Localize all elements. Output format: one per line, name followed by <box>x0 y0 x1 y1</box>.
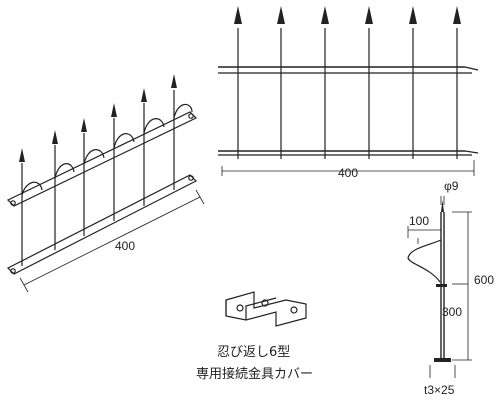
perspective-width-label: 400 <box>115 239 135 253</box>
diameter-label: φ9 <box>444 179 459 193</box>
front-view <box>218 6 479 176</box>
front-spear-tips <box>234 6 461 24</box>
plate-label: t3×25 <box>424 383 455 397</box>
caption-line1: 忍び返し6型 <box>217 345 290 360</box>
caption-line2: 専用接続金具カバー <box>196 366 313 382</box>
labels: 400 400 φ9 100 600 300 t3×25 忍び返し6型 専用接続… <box>115 166 494 397</box>
front-bars <box>237 28 458 159</box>
connector-cover <box>225 291 307 327</box>
return-label: 100 <box>409 214 429 228</box>
side-view <box>407 196 472 378</box>
perspective-curls <box>21 103 193 196</box>
perspective-bars <box>21 90 175 266</box>
lower-label: 300 <box>442 305 462 319</box>
perspective-view <box>6 74 205 293</box>
perspective-spear-tips <box>19 74 177 162</box>
height-label: 600 <box>474 273 494 287</box>
front-width-label: 400 <box>338 166 358 180</box>
